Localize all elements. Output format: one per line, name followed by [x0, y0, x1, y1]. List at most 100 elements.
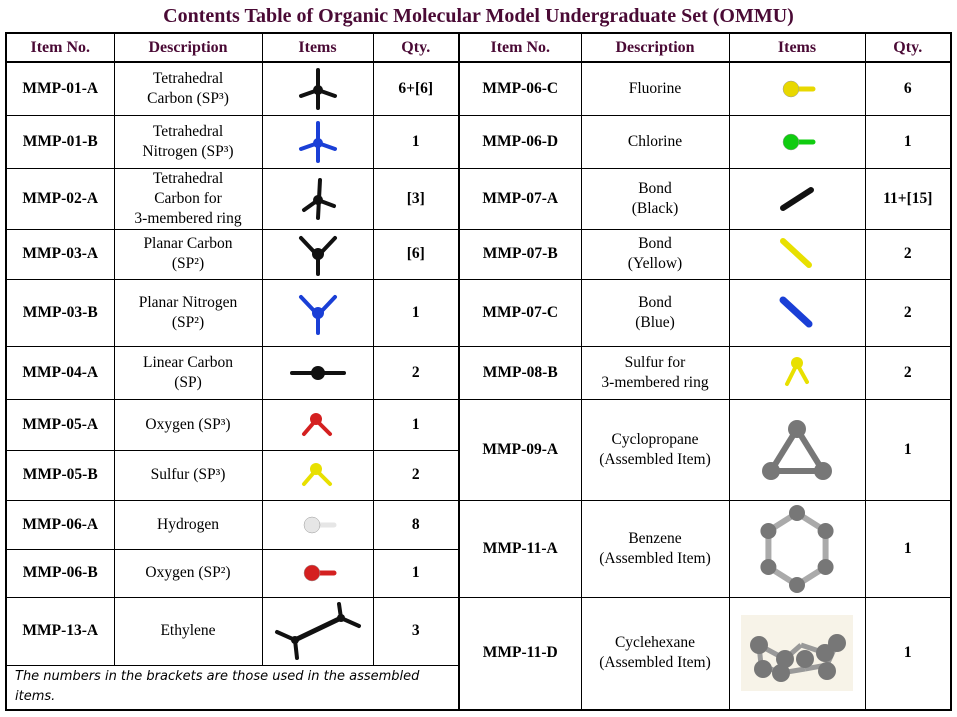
header-description: Description — [113, 32, 263, 63]
ball-model-icon — [730, 132, 865, 152]
bent-model-icon — [263, 460, 373, 490]
item-image — [728, 596, 866, 711]
ball-model-icon — [730, 79, 865, 99]
quantity: 1 — [864, 398, 952, 501]
item-image — [728, 167, 866, 230]
description: Sulfur for 3-membered ring — [580, 345, 730, 400]
description: Bond (Yellow) — [580, 228, 730, 280]
item-image — [261, 345, 374, 400]
item-no: MMP-11-A — [458, 499, 582, 598]
description: Bond (Black) — [580, 167, 730, 230]
quantity: 2 — [372, 345, 460, 400]
item-no: MMP-02-A — [5, 167, 115, 230]
quantity: 6 — [864, 61, 952, 116]
description: Benzene (Assembled Item) — [580, 499, 730, 598]
description: Hydrogen — [113, 499, 263, 550]
item-image — [261, 228, 374, 280]
item-image — [728, 228, 866, 280]
item-image — [728, 278, 866, 347]
description: Oxygen (SP³) — [113, 398, 263, 451]
quantity: 1 — [864, 114, 952, 169]
item-no: MMP-11-D — [458, 596, 582, 711]
quantity: 2 — [864, 345, 952, 400]
header-row: Item No. Description Items Qty. Item No.… — [5, 32, 952, 63]
bent-model-icon — [263, 410, 373, 440]
quantity: 1 — [864, 596, 952, 711]
item-image — [261, 114, 374, 169]
header-item-no-2: Item No. — [458, 32, 582, 63]
header-items: Items — [261, 32, 374, 63]
item-image — [261, 278, 374, 347]
item-image — [261, 449, 374, 501]
item-image — [728, 499, 866, 598]
benzene-model-icon — [730, 503, 865, 595]
quantity: [3] — [372, 167, 460, 230]
description: Tetrahedral Carbon (SP³) — [113, 61, 263, 116]
tetra2-model-icon — [263, 176, 373, 222]
quantity: 1 — [864, 499, 952, 598]
item-no: MMP-07-A — [458, 167, 582, 230]
item-image — [261, 398, 374, 451]
quantity: 1 — [372, 278, 460, 347]
description: Bond (Blue) — [580, 278, 730, 347]
item-image — [728, 345, 866, 400]
header-qty: Qty. — [372, 32, 460, 63]
item-no: MMP-04-A — [5, 345, 115, 400]
description: Cyclehexane (Assembled Item) — [580, 596, 730, 711]
table-row: The numbers in the brackets are those us… — [5, 664, 951, 711]
page-title: Contents Table of Organic Molecular Mode… — [163, 5, 794, 27]
linear-model-icon — [263, 363, 373, 383]
item-image — [261, 596, 374, 666]
cyclohexane-model-icon — [730, 615, 865, 692]
header-item-no: Item No. — [5, 32, 115, 63]
item-image — [261, 548, 374, 598]
description: Fluorine — [580, 61, 730, 116]
item-image — [261, 499, 374, 550]
item-no: MMP-06-C — [458, 61, 582, 116]
item-no: MMP-06-B — [5, 548, 115, 598]
quantity: 3 — [372, 596, 460, 666]
quantity: 1 — [372, 398, 460, 451]
bond-model-icon — [730, 184, 865, 214]
item-no: MMP-03-A — [5, 228, 115, 280]
sring-model-icon — [730, 356, 865, 390]
item-image — [261, 167, 374, 230]
quantity: [6] — [372, 228, 460, 280]
quantity: 11+[15] — [864, 167, 952, 230]
ball-model-icon — [263, 563, 373, 583]
item-no: MMP-06-D — [458, 114, 582, 169]
item-image — [261, 61, 374, 116]
quantity: 2 — [864, 278, 952, 347]
header-qty-2: Qty. — [864, 32, 952, 63]
quantity: 6+[6] — [372, 61, 460, 116]
description: Sulfur (SP³) — [113, 449, 263, 501]
ball-model-icon — [263, 515, 373, 535]
item-no: MMP-09-A — [458, 398, 582, 501]
item-no: MMP-07-C — [458, 278, 582, 347]
contents-table: Item No. Description Items Qty. Item No.… — [5, 32, 952, 711]
description: Oxygen (SP²) — [113, 548, 263, 598]
description: Tetrahedral Carbon for 3-membered ring — [113, 167, 263, 230]
footnote: The numbers in the brackets are those us… — [5, 664, 460, 711]
description: Ethylene — [113, 596, 263, 666]
quantity: 2 — [372, 449, 460, 501]
item-no: MMP-07-B — [458, 228, 582, 280]
description: Cyclopropane (Assembled Item) — [580, 398, 730, 501]
item-image — [728, 398, 866, 501]
planar-model-icon — [263, 232, 373, 276]
item-no: MMP-01-A — [5, 61, 115, 116]
description: Planar Nitrogen (SP²) — [113, 278, 263, 347]
quantity: 2 — [864, 228, 952, 280]
item-image — [728, 61, 866, 116]
description: Chlorine — [580, 114, 730, 169]
item-no: MMP-06-A — [5, 499, 115, 550]
item-no: MMP-03-B — [5, 278, 115, 347]
